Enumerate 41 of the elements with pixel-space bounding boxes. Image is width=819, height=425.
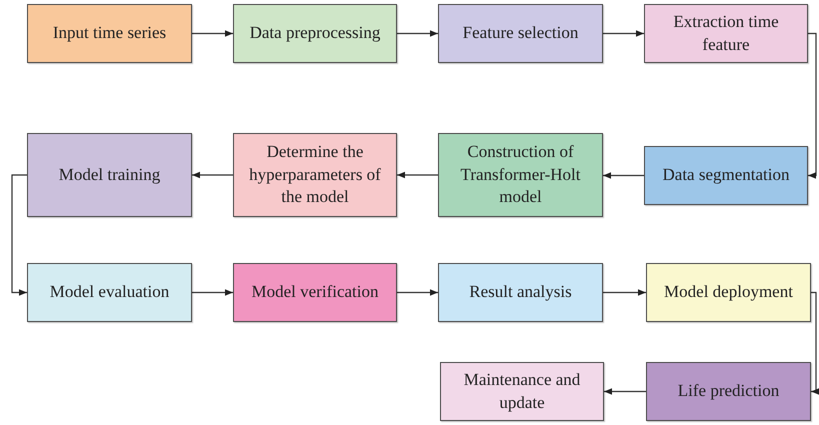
process-box	[27, 133, 192, 217]
arrow	[603, 172, 644, 179]
process-box	[438, 263, 603, 322]
box-label: Result analysis	[469, 281, 572, 304]
box-label: Model verification	[252, 281, 378, 304]
arrow	[11, 174, 27, 296]
arrow	[604, 388, 646, 395]
box-label: Input time series	[52, 22, 166, 44]
arrow	[808, 32, 817, 179]
process-box	[438, 4, 603, 63]
box-label: Model evaluation	[50, 281, 170, 304]
process-box	[233, 263, 397, 322]
arrow	[192, 172, 233, 178]
arrow	[811, 292, 819, 395]
process-box	[233, 133, 397, 217]
box-label: Maintenance and update	[462, 368, 582, 414]
process-box	[646, 263, 811, 322]
process-box	[440, 362, 604, 421]
box-label: Determine the hyperparameters of the model	[248, 140, 382, 208]
arrow	[192, 289, 233, 296]
box-label: Model deployment	[664, 281, 793, 304]
process-box	[644, 4, 808, 63]
process-box	[646, 362, 811, 421]
box-label: Model training	[58, 164, 160, 186]
process-box	[233, 4, 397, 63]
arrow	[603, 289, 646, 296]
process-box	[438, 133, 603, 217]
box-label: Extraction time feature	[672, 10, 780, 56]
arrow	[397, 289, 438, 296]
box-label: Feature selection	[462, 22, 578, 44]
arrow	[397, 172, 438, 178]
box-label: Construction of Transformer-Holt model	[460, 140, 582, 208]
box-label: Life prediction	[678, 380, 780, 402]
box-label: Data preprocessing	[250, 22, 380, 44]
box-label: Data segmentation	[662, 164, 790, 186]
process-box	[27, 4, 192, 63]
arrow	[603, 30, 644, 37]
process-box	[644, 146, 808, 205]
process-box	[27, 263, 192, 322]
arrow	[192, 30, 233, 37]
arrow	[397, 30, 438, 37]
